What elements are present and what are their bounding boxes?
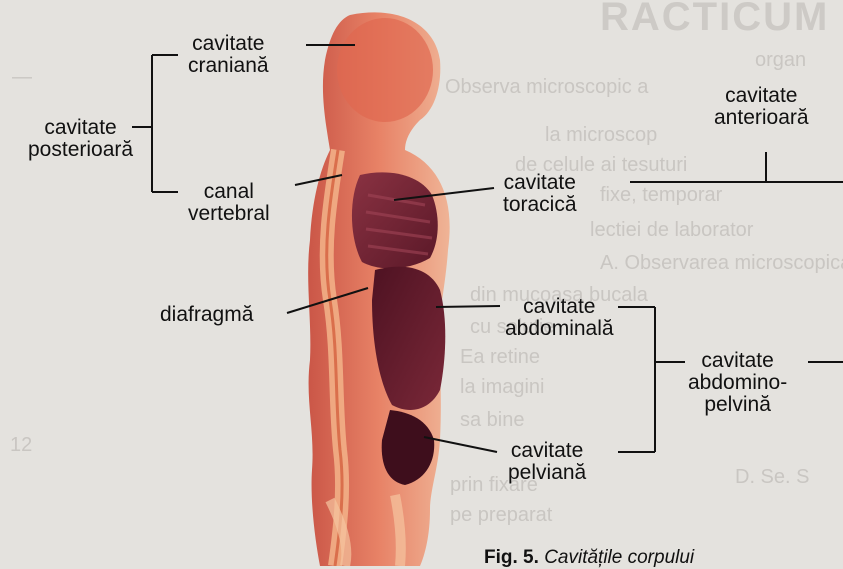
label-pelvic-cavity: cavitate pelviană — [508, 440, 586, 484]
label-diaphragm: diafragmă — [160, 304, 253, 326]
label-thoracic-cavity: cavitate toracică — [503, 172, 577, 216]
figure-title: Cavitățile corpului — [544, 547, 694, 568]
label-posterior-cavity: cavitate posterioară — [28, 117, 133, 161]
label-anterior-cavity: cavitate anterioară — [714, 85, 809, 129]
label-abdominal-cavity: cavitate abdominală — [505, 296, 614, 340]
label-cranial-cavity: cavitate craniană — [188, 33, 269, 77]
figure-number: Fig. 5. — [484, 547, 539, 568]
label-abdomino-pelvic-cavity: cavitate abdomino- pelvină — [688, 350, 787, 416]
label-vertebral-canal: canal vertebral — [188, 181, 270, 225]
